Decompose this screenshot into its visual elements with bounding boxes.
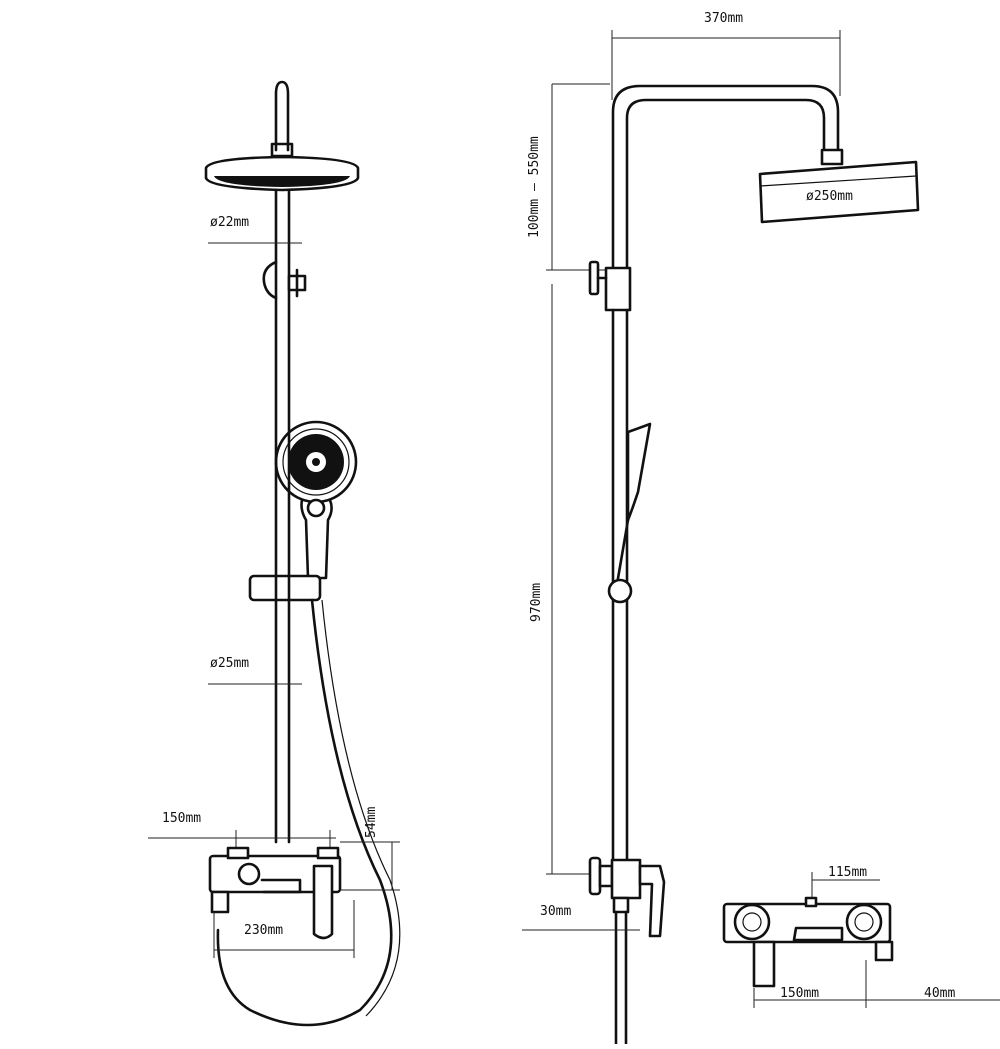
top-view-mixer: 115mm 150mm 40mm [722,865,1000,1008]
hand-shower-side [607,422,652,604]
shower-hose-outer [216,598,393,1027]
slider-bracket-front [248,574,322,602]
dim-arm-length-label: 370mm [704,11,743,26]
dim-adjust-label: 100mm — 550mm [527,136,542,238]
dim-outlet-label: 40mm [924,986,955,1001]
dim-rail-label: 970mm [529,583,544,622]
right-handle-top [845,903,883,941]
dim-pipe-bottom-label: ø25mm [210,656,249,671]
shower-hose-inner [321,599,401,1017]
dim-wall-label: 30mm [540,904,571,919]
front-view: ø22mm ø25mm [148,80,401,1027]
dim-mixer-height-label: 54mm [364,807,379,838]
outlet-top [874,940,894,962]
dim-inlet-spacing-label: 115mm [828,865,867,880]
thermostatic-mixer-front [208,846,342,940]
dim-body-label: 150mm [780,986,819,1001]
wall-bracket-side [588,260,632,312]
dim-pipe-top-label: ø22mm [210,215,249,230]
wall-bracket-front [262,260,307,300]
dim-mixer-width-label: 150mm [162,811,201,826]
rain-shower-head-front [204,155,360,192]
mixer-side [588,856,666,1046]
spout-top [752,940,776,988]
side-view: 370mm ø250mm 100mm — 550mm [522,11,920,1046]
rain-shower-head-side [758,160,920,224]
left-handle-top [733,903,771,941]
riser-top-cap [274,80,290,152]
shower-arm-inner [625,98,826,272]
shower-arm-outer [611,84,840,272]
dim-head-label: ø250mm [806,189,853,204]
dim-spout-label: 230mm [244,923,283,938]
head-joint-side [820,148,844,166]
